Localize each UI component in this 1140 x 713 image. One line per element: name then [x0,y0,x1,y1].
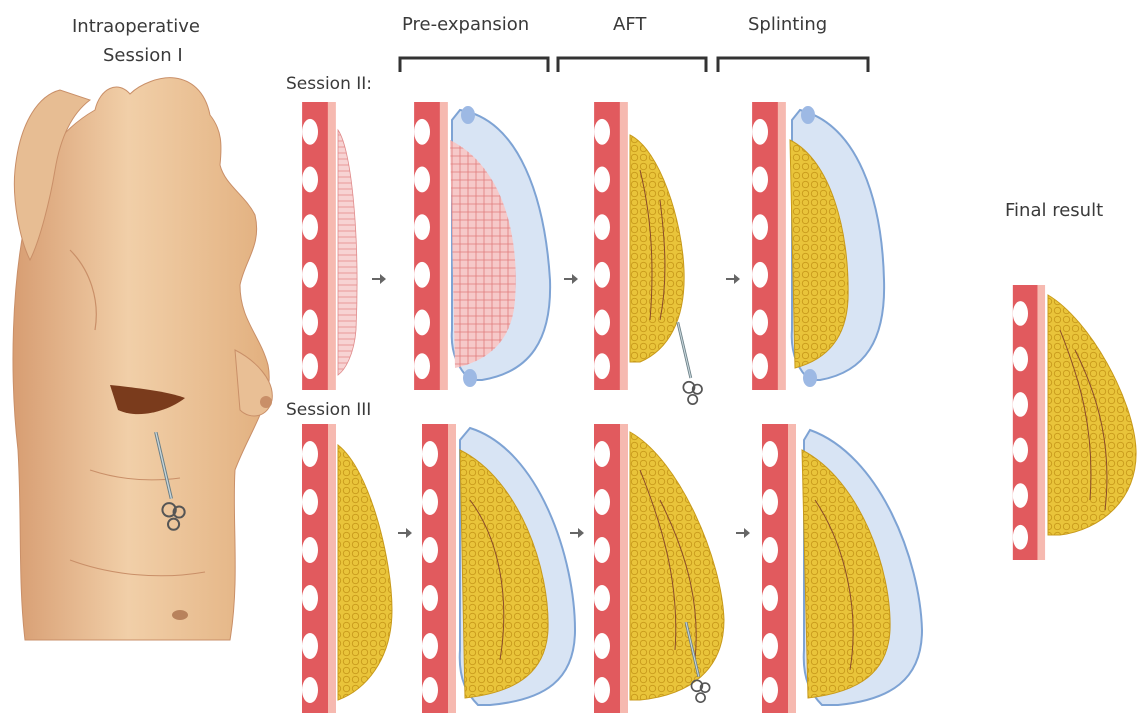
session-iii-initial-breast [302,424,392,713]
intraoperative-label-line2: Session I [103,45,183,67]
session-iii-aft-breast [594,424,724,713]
final-result-breast [1013,285,1136,560]
splinting-label: Splinting [748,14,827,36]
arrow-right-icon [726,274,740,284]
session-iii-splinting-breast [762,424,922,713]
session-ii-aft-breast [594,102,684,390]
final-result-label: Final result [1005,200,1103,222]
splinting-bracket [718,58,868,72]
session-ii-initial-breast [302,102,357,390]
cannula-icon [678,322,702,404]
aft-bracket [558,58,706,72]
arrow-right-icon [736,528,750,538]
session-ii-label: Session II: [286,74,372,94]
arrow-right-icon [564,274,578,284]
session-ii-splinting-breast [752,102,884,390]
session-iii-pre-expansion-breast [422,424,575,713]
aft-label: AFT [613,14,646,36]
arrow-right-icon [570,528,584,538]
arrow-right-icon [398,528,412,538]
intraoperative-label-line1: Intraoperative [72,16,200,38]
session-iii-label: Session III [286,400,371,420]
session-ii-pre-expansion-breast [414,102,550,390]
arrow-right-icon [372,274,386,284]
pre-expansion-label: Pre-expansion [402,14,529,36]
pre-expansion-bracket [400,58,548,72]
torso-figure [13,78,272,640]
